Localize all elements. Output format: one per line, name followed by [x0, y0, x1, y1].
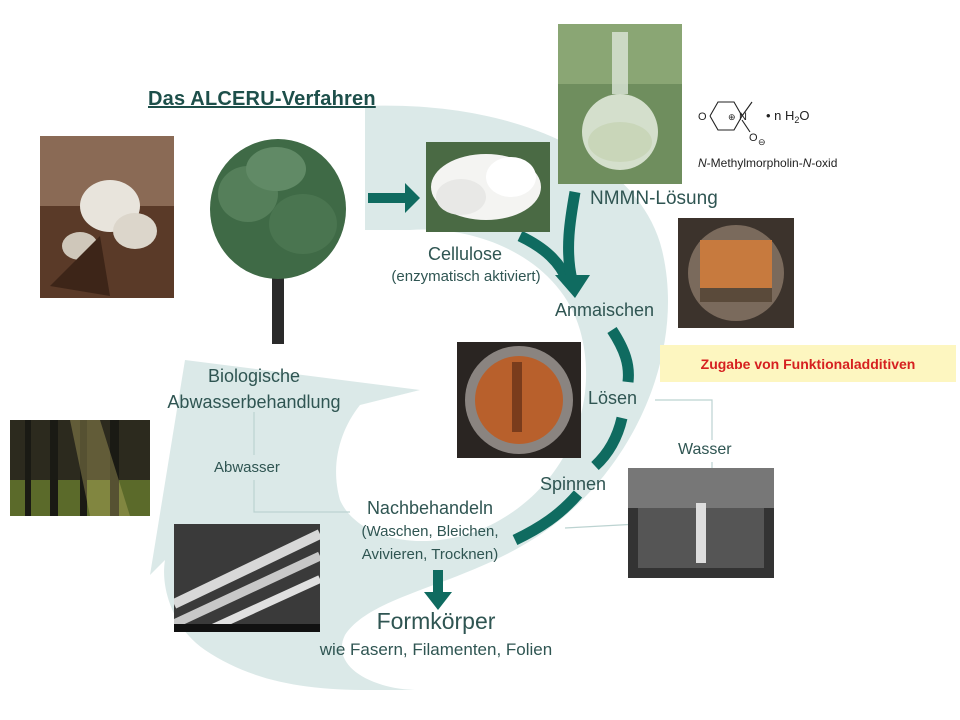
anmaischen-arrowhead	[555, 275, 590, 298]
nachbehandeln-note-1: (Waschen, Bleichen,	[361, 523, 499, 540]
tree-to-cellulose-arrow	[368, 183, 420, 213]
loesen-label: Lösen	[588, 388, 638, 408]
bio-label-1: Biologische	[207, 366, 301, 386]
cellulose-photo	[426, 142, 550, 232]
caption-mid: -Methylmorpholin-	[706, 156, 803, 170]
nachbehandeln-label: Nachbehandeln	[366, 498, 494, 518]
wasser-label: Wasser	[678, 441, 732, 458]
bio-label-2: Abwasserbehandlung	[167, 392, 341, 412]
fiber-microscope-photo	[174, 524, 320, 632]
nachbehandeln-note-2: Avivieren, Trocknen)	[361, 546, 499, 563]
formkoerper-label: Formkörper	[376, 608, 496, 634]
tree-illustration	[198, 134, 358, 344]
spinnen-photo	[628, 468, 774, 578]
spinnen-label: Spinnen	[540, 474, 607, 494]
hydrate-end: O	[799, 108, 809, 123]
charge-plus-label: ⊕	[728, 112, 736, 122]
hydrate-label: • n H	[766, 108, 794, 123]
anmaischen-label: Anmaischen	[555, 300, 655, 320]
page-title: Das ALCERU-Verfahren	[148, 88, 376, 110]
wasser-connector-line	[655, 399, 713, 440]
anmaischen-photo	[678, 218, 794, 328]
caption-end: -oxid	[811, 156, 838, 170]
nmmo-structure: O ⊕ N O ⊖ • n H2O	[698, 101, 810, 147]
nmmn-loesung-label: NMMN-Lösung	[590, 188, 718, 209]
loesen-photo	[457, 342, 581, 458]
abwasser-connector-line-2	[253, 480, 350, 513]
anmaischen-to-loesen-arc	[607, 327, 634, 383]
nmmn-flask-photo	[558, 24, 682, 184]
spinnen-to-nachbehandeln-arc	[512, 490, 583, 545]
oxide-oxygen-label: O	[749, 132, 758, 144]
cellulose-note: (enzymatisch aktiviert)	[391, 268, 541, 285]
nmmn-to-anmaischen-arrow	[563, 191, 581, 282]
hydrate-subscript: 2	[794, 115, 799, 125]
cellulose-label: Cellulose	[427, 244, 503, 264]
forest-photo	[10, 420, 150, 516]
svg-text:• n H2O: • n H2O	[766, 108, 810, 125]
additive-note: Zugabe von Funktionaladditiven	[660, 345, 956, 382]
formkoerper-note: wie Fasern, Filamenten, Folien	[319, 640, 553, 659]
loesen-to-spinnen-arc	[591, 416, 628, 471]
cotton-photo	[40, 136, 174, 298]
caption-italic-n-1: N	[698, 156, 707, 170]
nachbehandeln-to-formkoerper-arrow	[424, 570, 452, 610]
chemical-caption: N-Methylmorpholin-N-oxid	[698, 156, 837, 170]
abwasser-label: Abwasser	[214, 459, 280, 476]
charge-minus-label: ⊖	[758, 137, 766, 147]
caption-italic-n-2: N	[802, 156, 812, 170]
ring-nitrogen-label: N	[739, 111, 747, 123]
ring-oxygen-label: O	[698, 111, 707, 123]
